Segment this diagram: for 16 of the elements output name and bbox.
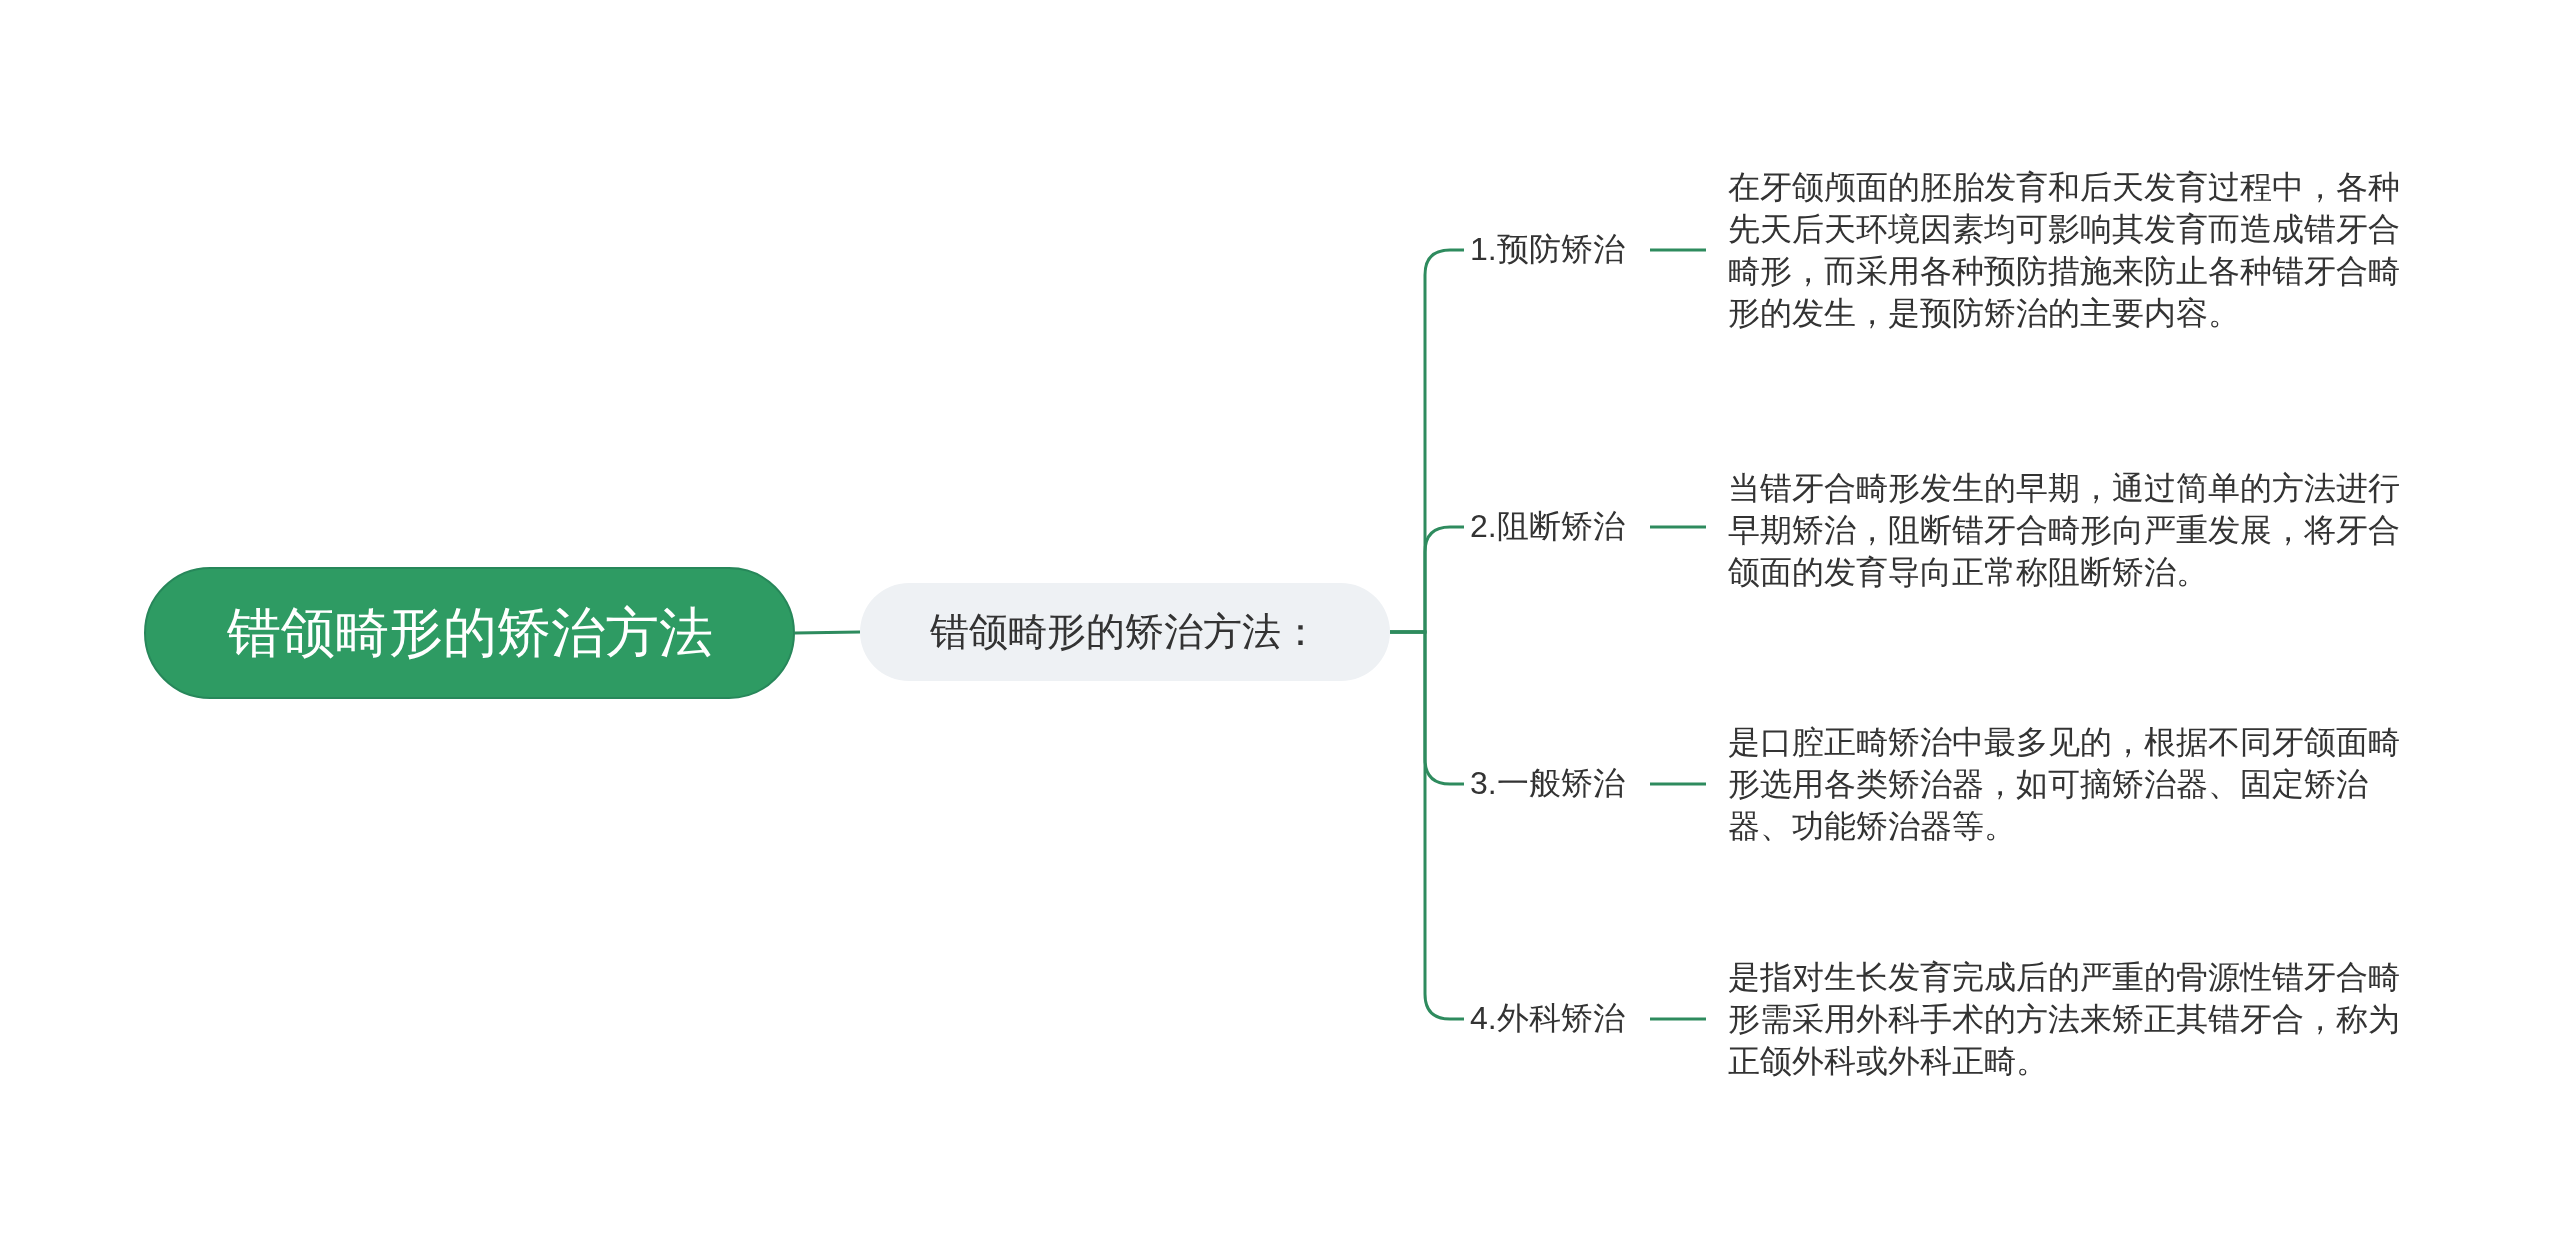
connector-line	[1650, 782, 1706, 786]
connector-line	[1650, 525, 1706, 529]
description-text: 在牙颌颅面的胚胎发育和后天发育过程中，各种先天后天环境因素均可影响其发育而造成错牙合畸形，而采用各种预防措施来防止各种错牙合畸形的发生，是预防矫治的主要内容。	[1728, 168, 2401, 333]
connector-line	[794, 630, 861, 635]
branch-label: 4.外科矫治	[1470, 999, 1625, 1038]
connector-line	[1390, 630, 1464, 1021]
connector-line	[1650, 1017, 1706, 1021]
subtopic-pill: 错颌畸形的矫治方法：	[860, 583, 1390, 681]
central-topic: 错颌畸形的矫治方法	[144, 567, 795, 699]
branch-label: 1.预防矫治	[1470, 230, 1625, 269]
branch-label: 2.阻断矫治	[1470, 507, 1625, 546]
connector-line	[1650, 248, 1706, 252]
description-text: 当错牙合畸形发生的早期，通过简单的方法进行早期矫治，阻断错牙合畸形向严重发展，将牙合颌面的发育导向正常称阻断矫治。	[1728, 469, 2401, 592]
branch-label: 3.一般矫治	[1470, 764, 1625, 803]
description-text: 是指对生长发育完成后的严重的骨源性错牙合畸形需采用外科手术的方法来矫正其错牙合，称为正颌外科或外科正畸。	[1728, 958, 2401, 1081]
description-text: 是口腔正畸矫治中最多见的，根据不同牙颌面畸形选用各类矫治器，如可摘矫治器、固定矫治器、功能矫治器等。	[1728, 723, 2401, 846]
